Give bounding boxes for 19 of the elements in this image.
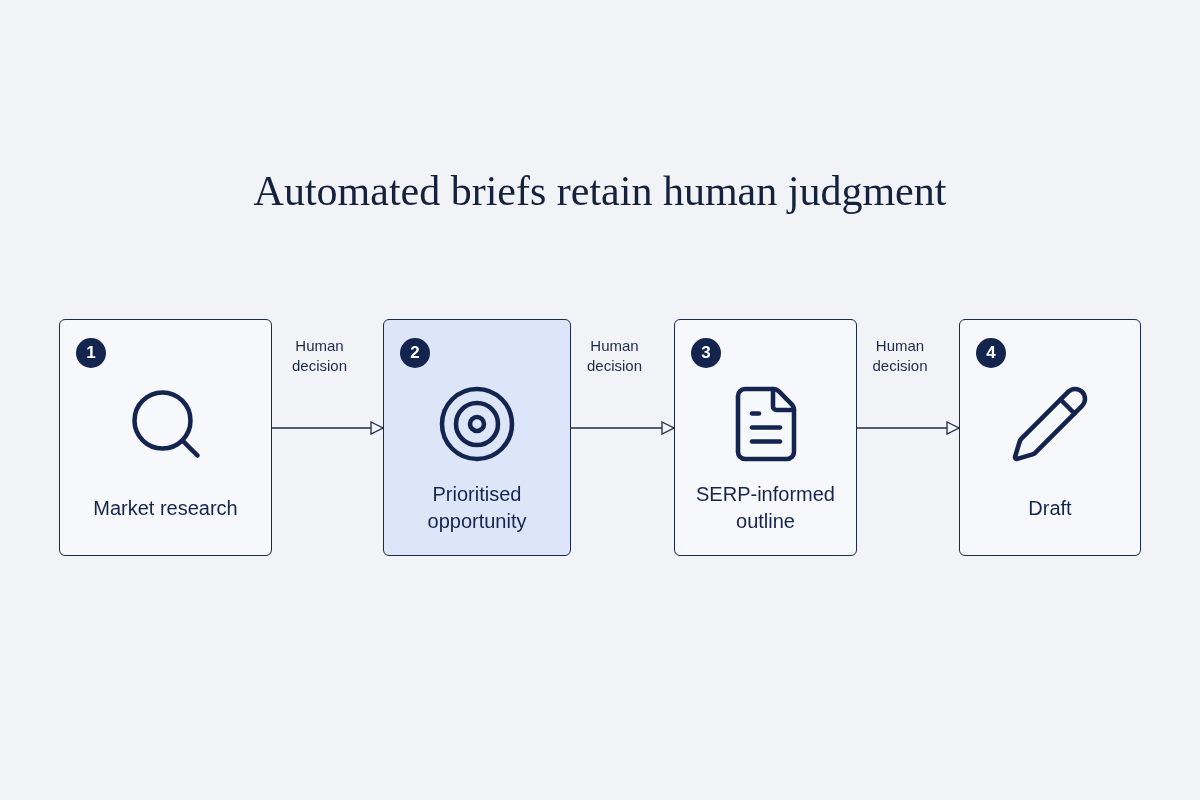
arrow — [856, 421, 960, 435]
step-number-badge: 2 — [400, 338, 430, 368]
step-number-badge: 3 — [691, 338, 721, 368]
step-box — [383, 319, 571, 556]
edge-label: Human decision — [585, 336, 643, 376]
step-label: Market research — [93, 495, 238, 521]
arrow — [271, 421, 384, 435]
step-box — [59, 319, 272, 556]
step-number-badge: 4 — [976, 338, 1006, 368]
step-label: SERP-informed outline — [695, 482, 836, 534]
edge-label: Human decision — [871, 336, 929, 376]
step-box — [674, 319, 857, 556]
title: Automated briefs retain human judgment — [252, 167, 948, 216]
step-number-badge: 1 — [76, 338, 106, 368]
step-label: Draft — [1028, 495, 1072, 521]
edge-label: Human decision — [290, 336, 348, 376]
arrow — [570, 421, 675, 435]
step-label: Prioritised opportunity — [426, 482, 528, 534]
step-box — [959, 319, 1141, 556]
